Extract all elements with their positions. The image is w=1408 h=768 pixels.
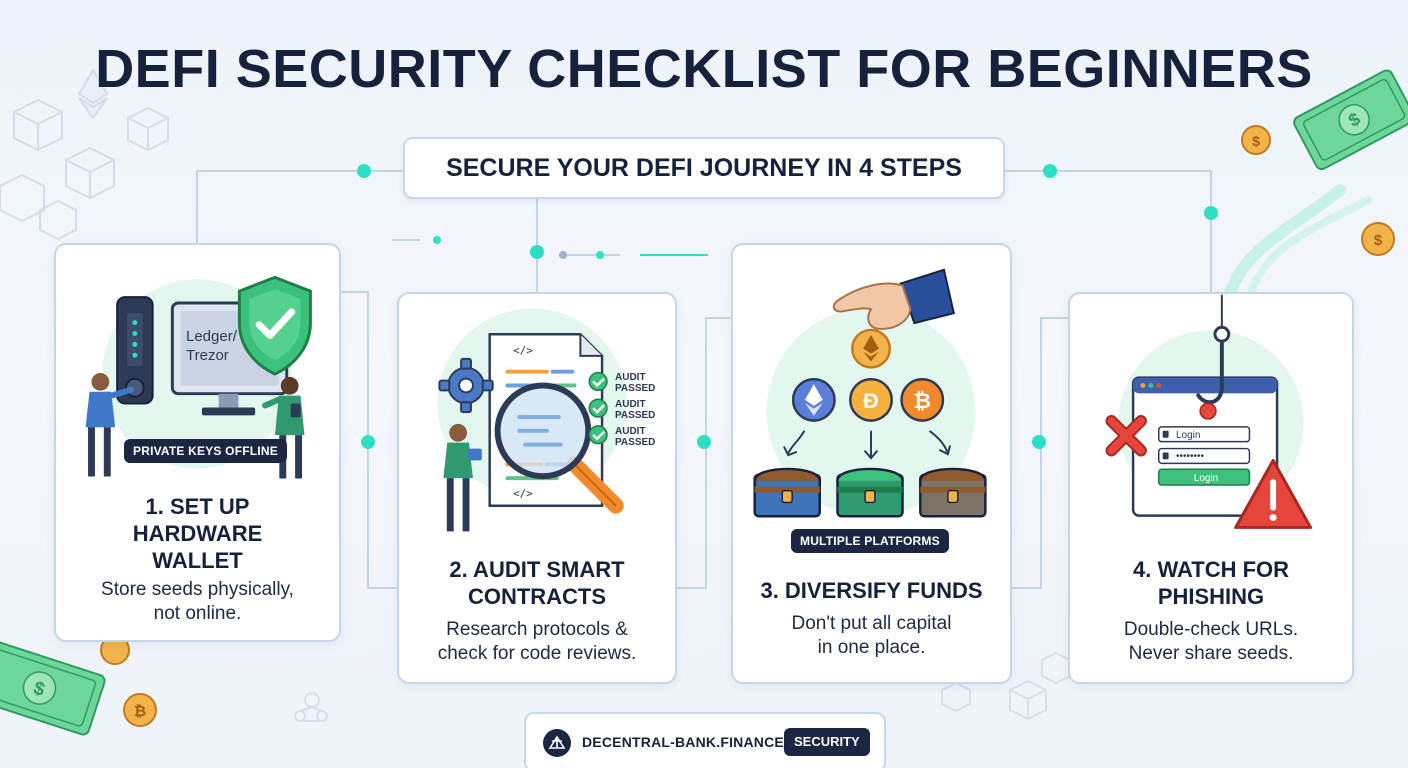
diversify-illustration: Đ ₿ [753, 268, 987, 518]
arrow-icons [783, 430, 951, 460]
hardware-wallet-illustration [85, 275, 312, 479]
treasure-chest-icon [753, 467, 821, 518]
footer-site-name: DECENTRAL-BANK.FINANCE [582, 734, 784, 750]
subtitle-text: SECURE YOUR DEFI JOURNEY IN 4 STEPS [446, 153, 962, 182]
multiple-platforms-badge: MULTIPLE PLATFORMS [791, 529, 949, 553]
step-3-description: Don't put all capital in one place. [791, 613, 952, 658]
step-card-phishing: Login •••••••• Login 4. WATCH FOR PHISHI… [1068, 292, 1354, 684]
coin-icon: $ [1241, 125, 1271, 155]
person-figure [85, 372, 134, 477]
subtitle-banner: SECURE YOUR DEFI JOURNEY IN 4 STEPS [403, 137, 1005, 199]
step-card-hardware-wallet: Ledger/ Trezor PRIVATE KEYS OFFLINE 1. S… [54, 243, 341, 642]
step-card-audit-contracts: </> </> AUDIT PASSED AUDIT PASSED AUDIT … [397, 292, 677, 684]
step-3-title: 3. DIVERSIFY FUNDS [760, 578, 983, 603]
hand-icon [832, 268, 955, 330]
money-bill-icon: $ [1293, 69, 1408, 171]
step-4-title: 4. WATCH FOR PHISHING [1132, 557, 1290, 609]
code-tag-top: </> [513, 344, 533, 357]
coin-icon: ₿ [123, 693, 157, 727]
warning-icon [1234, 458, 1313, 529]
step-4-description: Double-check URLs. Never share seeds. [1123, 619, 1299, 664]
login-button-label: Login [1193, 473, 1219, 484]
code-tag-bottom: </> [513, 487, 533, 500]
connector-lines [196, 170, 1212, 589]
ethereum-icon [791, 377, 836, 422]
security-badge: SECURITY [784, 728, 870, 756]
gear-icon [438, 357, 494, 414]
svg-text:Đ: Đ [863, 388, 879, 413]
magnifier-icon [494, 382, 624, 514]
svg-text:₿: ₿ [134, 703, 146, 720]
treasure-chest-icon [836, 467, 904, 518]
swirl-decoration [1222, 184, 1372, 306]
connector-nodes [357, 164, 1218, 449]
dai-icon: Đ [849, 377, 893, 422]
phishing-illustration [1105, 294, 1313, 529]
monitor-screen-label: Ledger/ Trezor [186, 328, 237, 364]
password-field-value: •••••••• [1176, 451, 1205, 462]
footer-logo-icon [543, 729, 571, 757]
step-1-description: Store seeds physically, not online. [101, 579, 294, 624]
audit-illustration [437, 308, 627, 532]
login-field-label: Login [1176, 430, 1201, 441]
ethereum-coin-icon [851, 328, 891, 369]
audit-passed-label: AUDIT PASSED [615, 372, 656, 394]
private-keys-badge: PRIVATE KEYS OFFLINE [124, 439, 287, 463]
page-title: DEFI SECURITY CHECKLIST FOR BEGINNERS [95, 39, 1313, 99]
audit-passed-label: AUDIT PASSED [615, 426, 656, 448]
bitcoin-icon: ₿ [900, 377, 945, 422]
cross-icon [1105, 415, 1147, 457]
money-bill-icon: $ [0, 640, 106, 736]
fishing-hook-icon [1196, 294, 1231, 420]
audit-passed-label: AUDIT PASSED [615, 399, 656, 421]
network-node-decoration [294, 692, 328, 722]
step-2-title: 2. AUDIT SMART CONTRACTS [449, 557, 625, 609]
treasure-chest-icon [919, 467, 987, 518]
step-1-title: 1. SET UP HARDWARE WALLET [132, 494, 263, 573]
footer-brand-bar: DECENTRAL-BANK.FINANCE SECURITY [524, 712, 886, 768]
audit-check-icons [588, 371, 608, 445]
svg-text:₿: ₿ [913, 388, 931, 413]
person-figure [443, 423, 482, 532]
step-2-description: Research protocols & check for code revi… [437, 619, 637, 664]
svg-text:$: $ [1252, 133, 1260, 149]
cube-pattern-decoration [0, 98, 169, 241]
coin-icon: $ [1361, 222, 1395, 256]
ethereum-outline-decoration [77, 68, 109, 120]
step-card-diversify-funds: Đ ₿ MULTIPLE [731, 243, 1012, 684]
svg-text:$: $ [1374, 232, 1383, 249]
shield-check-icon [237, 275, 312, 376]
